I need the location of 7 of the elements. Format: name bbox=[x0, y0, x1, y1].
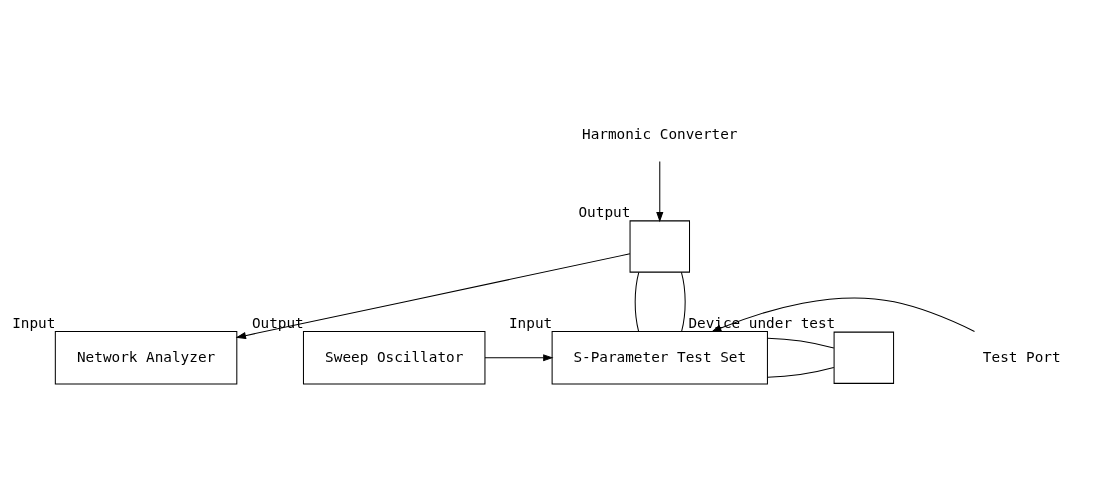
node-label: Input bbox=[508, 314, 553, 331]
node-text: Harmonic Converter bbox=[582, 126, 738, 143]
node-label: Input bbox=[12, 314, 56, 331]
node-label: Output bbox=[251, 314, 304, 331]
node-label: Output bbox=[578, 203, 631, 220]
node-label: Device under test bbox=[688, 315, 836, 332]
node-text: Test Port bbox=[982, 348, 1061, 365]
